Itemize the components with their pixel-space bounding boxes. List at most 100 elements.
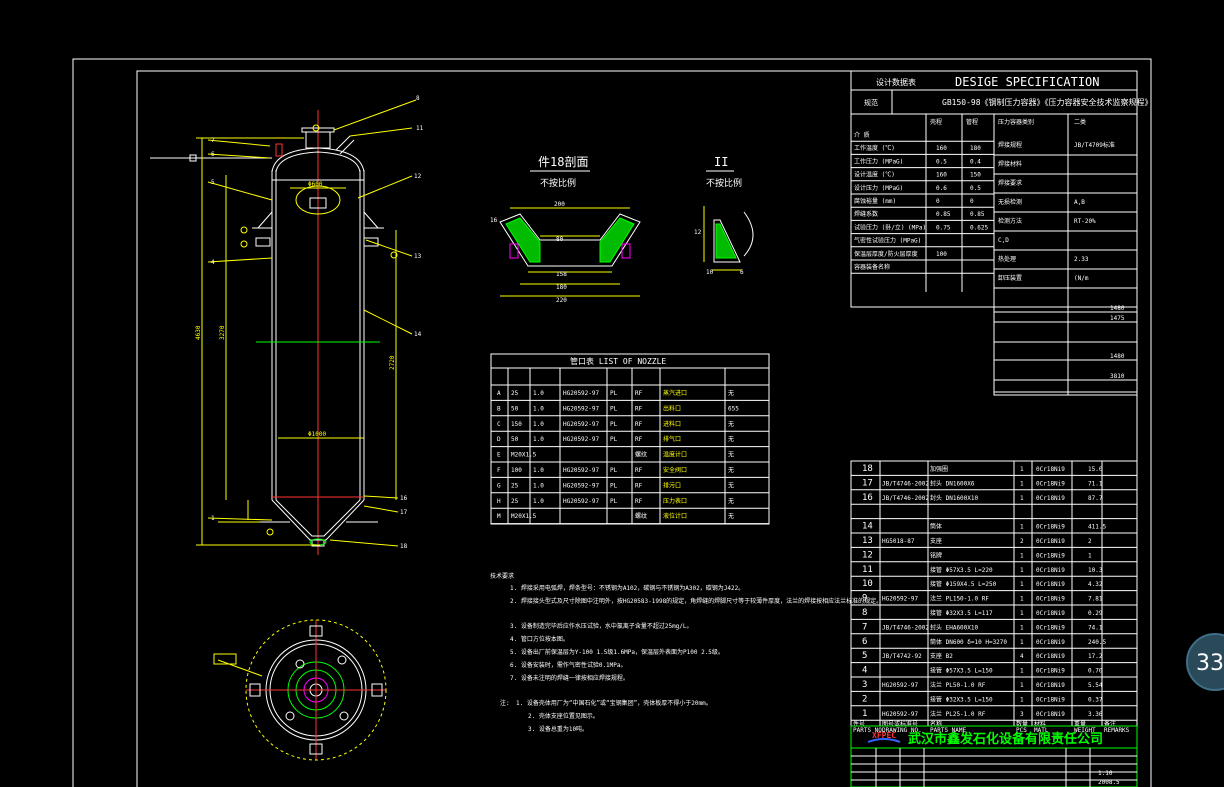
nozzle-cell-D-dn: 50 bbox=[511, 436, 519, 443]
nozzle-cell-E-qty: 无 bbox=[728, 452, 734, 459]
part-mat-9: 0Cr18Ni9 bbox=[1036, 596, 1065, 603]
spec-col-mid: 压力容器类别 bbox=[998, 118, 1034, 126]
part-name-17: 封头 DN1600X6 bbox=[930, 479, 975, 487]
part-name-2: 接管 Φ32X3.5 L=150 bbox=[930, 695, 993, 703]
part-wt-18: 15.0 bbox=[1088, 466, 1103, 473]
part-no-18: 18 bbox=[862, 464, 873, 474]
note-6: 6. 设备安装时，需作气密性试验0.1MPa。 bbox=[510, 661, 627, 669]
detail-dim-180: 180 bbox=[556, 284, 567, 291]
spec-col-shell: 壳程 bbox=[930, 118, 942, 126]
detail-dim-158: 158 bbox=[556, 271, 567, 278]
part-name-16: 封头 DN1600X10 bbox=[930, 494, 979, 502]
part-qty-9: 1 bbox=[1020, 596, 1024, 603]
spec-right-value-4: RT-20% bbox=[1074, 218, 1096, 225]
vessel-plan-view bbox=[213, 619, 387, 761]
callout-11: 11 bbox=[416, 125, 424, 132]
nozzle-cell-G-qty: 无 bbox=[728, 482, 734, 489]
nozzle-cell-H-use: 压力表口 bbox=[663, 497, 687, 505]
part-wt-13: 2 bbox=[1088, 538, 1092, 545]
spec-row-shell-4: 0.6 bbox=[936, 185, 947, 192]
nozzle-cell-G-mark: G bbox=[497, 482, 501, 489]
spec-row-label-8: 气密性试验压力 (MPaG) bbox=[854, 237, 921, 245]
nozzle-cell-B-mark: B bbox=[497, 405, 501, 412]
parts-header-en-5: WEIGHT bbox=[1074, 727, 1096, 734]
spec-row-tube-1: 180 bbox=[970, 145, 981, 152]
callout-16: 16 bbox=[400, 495, 408, 502]
part-std-9: HG20592-97 bbox=[882, 596, 919, 603]
spec-row-label-1: 工作温度 (℃) bbox=[854, 144, 895, 152]
company-name: 武汉市鑫发石化设备有限责任公司 bbox=[908, 731, 1103, 747]
spec-row-shell-1: 160 bbox=[936, 145, 947, 152]
part-qty-16: 1 bbox=[1020, 495, 1024, 502]
part-qty-12: 1 bbox=[1020, 552, 1024, 559]
callout-7: 7 bbox=[211, 137, 215, 144]
parts-header-en-3: PCS bbox=[1016, 727, 1027, 734]
part-no-17: 17 bbox=[862, 478, 873, 488]
spec-code-label: 规范 bbox=[864, 98, 878, 107]
part-no-7: 7 bbox=[862, 622, 867, 632]
nozzle-cell-B-pn: 1.0 bbox=[533, 405, 544, 412]
part-std-5: JB/T4742-92 bbox=[882, 653, 922, 660]
nozzle-cell-C-pn: 1.0 bbox=[533, 421, 544, 428]
spec-row-shell-9: 100 bbox=[936, 251, 947, 258]
note-2: 2. 焊接接头型式及尺寸除图中注明外，按HG20583-1998的规定，角焊缝的… bbox=[510, 597, 882, 605]
nozzle-cell-E-dn: M20X1.5 bbox=[511, 452, 537, 459]
callout-4: 4 bbox=[211, 259, 215, 266]
title-block: XFPEC 武汉市鑫发石化设备有限责任公司 1:10 2008.5 bbox=[850, 725, 1138, 787]
spec-row-label-10: 容器装备名称 bbox=[854, 263, 890, 271]
part-qty-8: 1 bbox=[1020, 610, 1024, 617]
remark-1: 1. 设备壳体用厂为“中国石化”或“宝钢集团”，壳体板厚不得小于20mm。 bbox=[516, 699, 712, 707]
nozzle-cell-F-mark: F bbox=[497, 467, 501, 474]
callout-13: 13 bbox=[414, 253, 422, 260]
spec-right-label-6: 热处理 bbox=[998, 255, 1016, 263]
part-no-13: 13 bbox=[862, 536, 873, 546]
note-3: 3. 设备制造完毕后应作水压试验，水中氯离子含量不超过25mg/L。 bbox=[510, 622, 693, 630]
nozzle-cell-C-use: 进料口 bbox=[663, 420, 681, 428]
part-wt-16: 87.7 bbox=[1088, 495, 1103, 502]
spec-col-tube: 管程 bbox=[966, 118, 978, 126]
part-mat-5: 0Cr18Ni9 bbox=[1036, 653, 1065, 660]
spec-weight-3: 1480 bbox=[1110, 353, 1125, 360]
spec-row-tube-4: 0.5 bbox=[970, 185, 981, 192]
part-wt-6: 240.5 bbox=[1088, 639, 1106, 646]
nozzle-cell-A-face: RF bbox=[635, 390, 643, 397]
vessel-elevation-view: 8 11 12 13 14 16 17 18 7 6 5 4 1 4630 32… bbox=[150, 95, 424, 555]
part-mat-6: 0Cr18Ni9 bbox=[1036, 639, 1065, 646]
part-name-10: 接管 Φ159X4.5 L=250 bbox=[930, 580, 997, 588]
part-wt-9: 7.81 bbox=[1088, 596, 1103, 603]
detail-right-subtitle: 不按比例 bbox=[706, 177, 742, 189]
technical-notes: 技术要求 1. 焊接采用电弧焊，焊条型号：不锈钢为A102，碳钢与不锈钢为A30… bbox=[490, 572, 882, 733]
parts-header-3: 数量 bbox=[1016, 720, 1028, 728]
nozzle-cell-E-mark: E bbox=[497, 452, 501, 459]
part-std-1: HG20592-97 bbox=[882, 711, 919, 718]
part-name-18: 加强圈 bbox=[930, 465, 948, 473]
part-no-14: 14 bbox=[862, 522, 873, 532]
part-mat-12: 0Cr18Ni9 bbox=[1036, 552, 1065, 559]
part-wt-8: 0.29 bbox=[1088, 610, 1103, 617]
spec-right-label-4: 检测方法 bbox=[998, 217, 1022, 225]
nozzle-cell-F-qty: 无 bbox=[728, 467, 734, 474]
nozzle-cell-B-type: PL bbox=[610, 405, 618, 412]
spec-row-tube-6: 0.85 bbox=[970, 211, 985, 218]
nozzle-cell-G-pn: 1.0 bbox=[533, 482, 544, 489]
part-std-17: JB/T4746-2002 bbox=[882, 480, 929, 487]
part-no-10: 10 bbox=[862, 579, 873, 589]
nozzle-cell-H-pn: 1.0 bbox=[533, 498, 544, 505]
nozzle-cell-H-type: PL bbox=[610, 498, 618, 505]
parts-header-en-4: MATL bbox=[1034, 727, 1049, 734]
spec-row-shell-5: 0 bbox=[936, 198, 940, 205]
nozzle-cell-M-mark: M bbox=[497, 513, 501, 520]
nozzle-cell-B-face: RF bbox=[635, 405, 643, 412]
spec-row-label-5: 腐蚀裕量 (mm) bbox=[854, 197, 896, 205]
note-5: 5. 设备出厂前保温层为Y-100 1.5级1.6MPa，保温层外表面为P100… bbox=[510, 648, 724, 656]
spec-row-shell-7: 0.75 bbox=[936, 224, 951, 231]
part-mat-16: 0Cr18Ni9 bbox=[1036, 495, 1065, 502]
spec-weight-4: 3810 bbox=[1110, 373, 1125, 380]
part-name-8: 接管 Φ32X3.5 L=117 bbox=[930, 609, 993, 617]
part-wt-10: 4.32 bbox=[1088, 581, 1103, 588]
detail-II-dim-10: 10 bbox=[706, 269, 714, 276]
detail-dim-220: 220 bbox=[556, 297, 567, 304]
nozzle-cell-E-use: 温度计口 bbox=[663, 451, 687, 459]
page-number-badge[interactable]: 33 bbox=[1186, 633, 1224, 691]
